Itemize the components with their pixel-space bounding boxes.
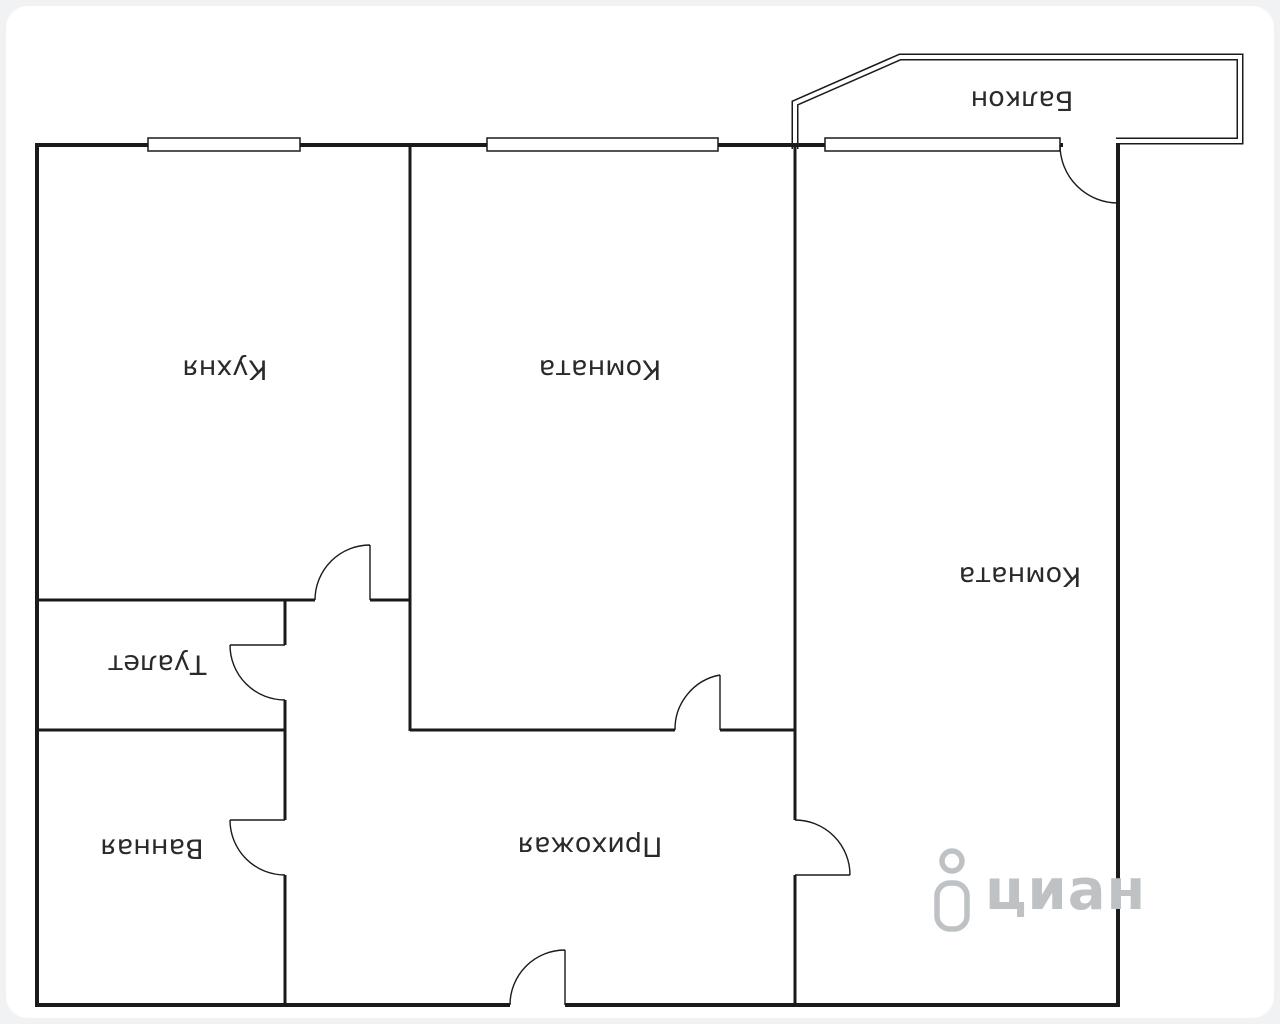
person-head [939, 848, 965, 874]
room-label-kitchen: Кухня [182, 354, 267, 385]
doors [229, 144, 1119, 1006]
window-kitchen [147, 137, 301, 152]
door-bathroom [229, 819, 286, 876]
cian-watermark: циан [934, 848, 1146, 932]
balcony-outline [791, 53, 1244, 149]
person-icon [934, 848, 970, 932]
floorplan-canvas [6, 6, 1274, 1018]
person-body [934, 880, 970, 932]
room-label-bathroom: Ванная [100, 833, 203, 864]
door-kitchen [314, 544, 371, 601]
room-label-hallway: Прихожая [518, 831, 663, 862]
balcony-wall-inner [793, 55, 1242, 149]
door-room-right [794, 819, 851, 876]
interior-walls [37, 145, 797, 1005]
room-label-room-right: Комната [959, 561, 1082, 592]
door-balcony [1059, 144, 1119, 204]
room-label-balcony: Балкон [971, 85, 1074, 116]
room-label-toilet: Туалет [108, 649, 208, 680]
window-room-middle [486, 137, 719, 152]
door-room-middle [674, 674, 721, 731]
door-toilet [229, 644, 286, 701]
window-room-right [824, 137, 1061, 152]
watermark-text: циан [985, 858, 1146, 923]
room-label-room-middle: Комната [539, 354, 662, 385]
windows [147, 137, 1061, 152]
outer-walls [35, 143, 1120, 1007]
door-entrance [509, 949, 566, 1006]
room-labels: Кухня Комната Комната Туалет Ванная Прих… [100, 85, 1081, 864]
